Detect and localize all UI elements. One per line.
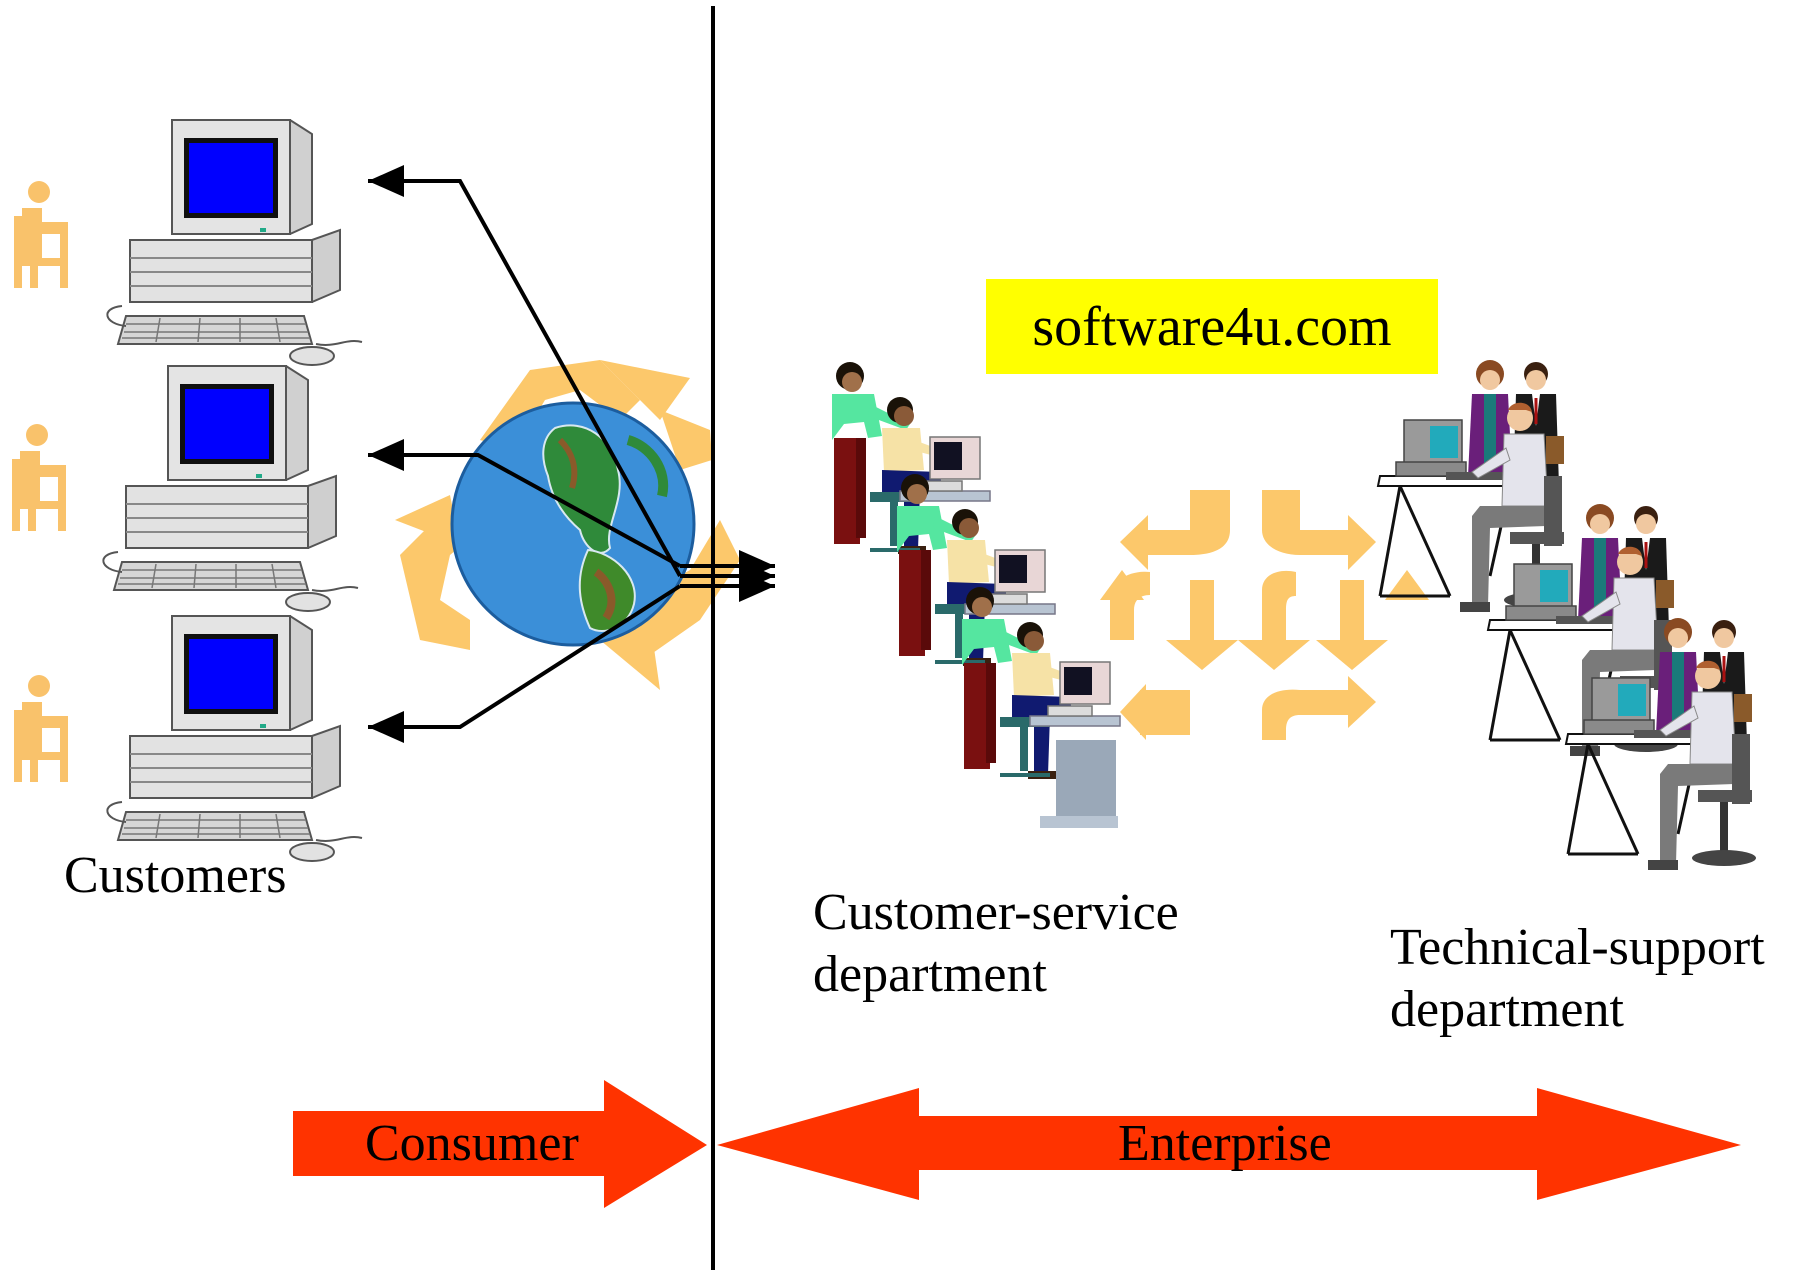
person-seated-icon: [14, 675, 68, 782]
enterprise-label: Enterprise: [1118, 1115, 1332, 1172]
customer-group-3: [14, 615, 363, 862]
enterprise-arrow: [717, 1088, 1741, 1200]
watermark-text: software4u.com: [1032, 295, 1392, 358]
watermark-highlight: [986, 279, 1438, 374]
desktop-computer-icon: [106, 615, 363, 862]
consumer-arrow: [293, 1080, 707, 1208]
globe-icon: [450, 401, 696, 647]
person-seated-icon: [14, 181, 68, 288]
desk-base: [1040, 816, 1118, 828]
consumer-label: Consumer: [365, 1115, 579, 1172]
customers-label: Customers: [64, 847, 287, 904]
customer-group-2: [12, 365, 359, 612]
service-connection-arrows: [680, 550, 775, 602]
person-seated-icon: [12, 424, 66, 531]
technical-support-staff: [1376, 358, 1758, 872]
exchange-arrows-icon: [1100, 490, 1429, 740]
desk-pedestal: [1056, 740, 1116, 820]
customer-connection-arrows: [368, 165, 682, 743]
technical-support-department-label: Technical-support department: [1390, 919, 1765, 1039]
desktop-computer-icon: [106, 119, 363, 366]
desktop-computer-icon: [102, 365, 359, 612]
customer-service-staff: [830, 360, 1121, 828]
customer-group-1: [14, 119, 363, 366]
customer-service-department-label: Customer-service department: [813, 884, 1179, 1004]
